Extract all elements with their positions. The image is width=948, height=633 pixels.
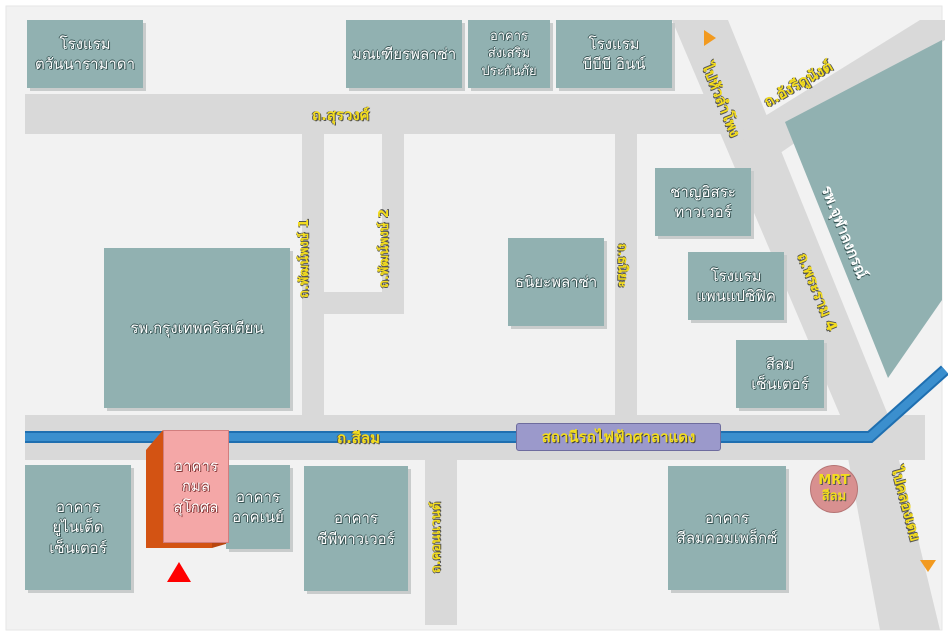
label-line: โรงแรม [710, 266, 762, 285]
road-label-thaniya: ถ.ธนิยะ [614, 243, 630, 288]
label-line: มณเฑียรพลาซ่า [351, 44, 457, 63]
road-label-convent: ถ.คอนแวนต์ [429, 501, 445, 574]
arrow-to-khlongtoei-icon [920, 560, 936, 572]
building-kamol-sukosol: อาคาร กมล สุโกศล [163, 430, 229, 543]
label-line: อาคาร [334, 509, 378, 528]
building-pan-pacific: โรงแรม แพนแปซิฟิค [688, 252, 784, 320]
label-line: อาคาร [236, 487, 280, 506]
label-line: แพนแปซิฟิค [696, 287, 776, 305]
label-line: โรงแรม [59, 34, 111, 53]
road-label-silom: ถ.สีลม [337, 429, 381, 447]
label-line: ชาญอิสระ [670, 182, 736, 201]
building-bb-inn: โรงแรม บีบีบี อินน์ [556, 20, 672, 88]
road-rama4-south [840, 415, 940, 630]
building-montien: มณเฑียรพลาซ่า [346, 20, 462, 88]
location-marker-icon [167, 562, 191, 582]
label-line: สีลมคอมเพล็กซ์ [676, 529, 778, 547]
building-bkk-christian: รพ.กรุงเทพคริสเตียน [104, 248, 290, 408]
building-chanisra: ชาญอิสระ ทาวเวอร์ [655, 168, 751, 236]
label-line: ธนิยะพลาซ่า [514, 272, 598, 291]
building-insurance: อาคาร ส่งเสริม ประกันภัย [468, 20, 550, 88]
label-line: ประกันภัย [481, 63, 537, 79]
road-convent [425, 460, 457, 625]
label-line: อาคาร [56, 498, 100, 517]
label-line: อาคาร [489, 28, 529, 44]
label-line: รพ.กรุงเทพคริสเตียน [130, 318, 264, 337]
building-thaniya-plaza: ธนิยะพลาซ่า [508, 238, 604, 326]
label-line: อาคาร [705, 508, 749, 527]
road-label-patpong2: ถ.พัฒน์พงษ์ 2 [377, 208, 393, 289]
station-label: สถานีรถไฟฟ้าศาลาแดง [541, 428, 696, 446]
label-line: อาคาร [174, 457, 218, 476]
label-line: อาคเนย์ [232, 508, 284, 526]
label-line: โรงแรม [588, 34, 640, 53]
road-label-surawong: ถ.สุรวงศ์ [312, 106, 370, 124]
building-silom-complex: อาคาร สีลมคอมเพล็กซ์ [668, 466, 786, 590]
road-surawong [25, 94, 736, 134]
road-label-patpong1: ถ.พัฒน์พงษ์ 1 [297, 218, 313, 299]
label-line: สีลม [765, 354, 795, 373]
road-rama4 [672, 20, 888, 415]
label-line: ซีพีทาวเวอร์ [317, 529, 395, 548]
label-line: บีบีบี อินน์ [582, 55, 646, 73]
mrt-label: MRT [818, 473, 850, 489]
label-line: เซ็นเตอร์ [751, 375, 809, 393]
building-cp-tower: อาคาร ซีพีทาวเวอร์ [304, 466, 408, 591]
label-line: กมล [181, 477, 211, 496]
label-line: ส่งเสริม [487, 46, 531, 62]
building-silom-center: สีลม เซ็นเตอร์ [736, 340, 824, 408]
road-patpong1 [302, 134, 324, 415]
mrt-silom-station: MRT สีลม [810, 465, 858, 513]
mrt-label: สีลม [821, 489, 847, 504]
building-chula-hospital-shape [785, 40, 942, 378]
building-united-center: อาคาร ยูไนเต็ด เซ็นเตอร์ [25, 465, 131, 590]
roads [25, 20, 945, 630]
label-line: ทาวเวอร์ [674, 203, 732, 221]
bts-sala-daeng-station: สถานีรถไฟฟ้าศาลาแดง [516, 423, 721, 451]
building-acne: อาคาร อาคเนย์ [226, 465, 290, 549]
road-patpong2 [382, 134, 404, 314]
label-line: ยูไนเต็ด [52, 518, 104, 537]
road-patpong-cross [324, 292, 382, 314]
bts-line [25, 367, 948, 441]
road-thaniya [615, 134, 637, 415]
label-line: ตวันนารามาดา [34, 55, 136, 73]
label-line: เซ็นเตอร์ [49, 538, 107, 557]
building-hotel-tawana: โรงแรม ตวันนารามาดา [27, 20, 143, 88]
label-line: สุโกศล [173, 497, 219, 516]
arrow-to-hualamphong-icon [704, 30, 716, 46]
